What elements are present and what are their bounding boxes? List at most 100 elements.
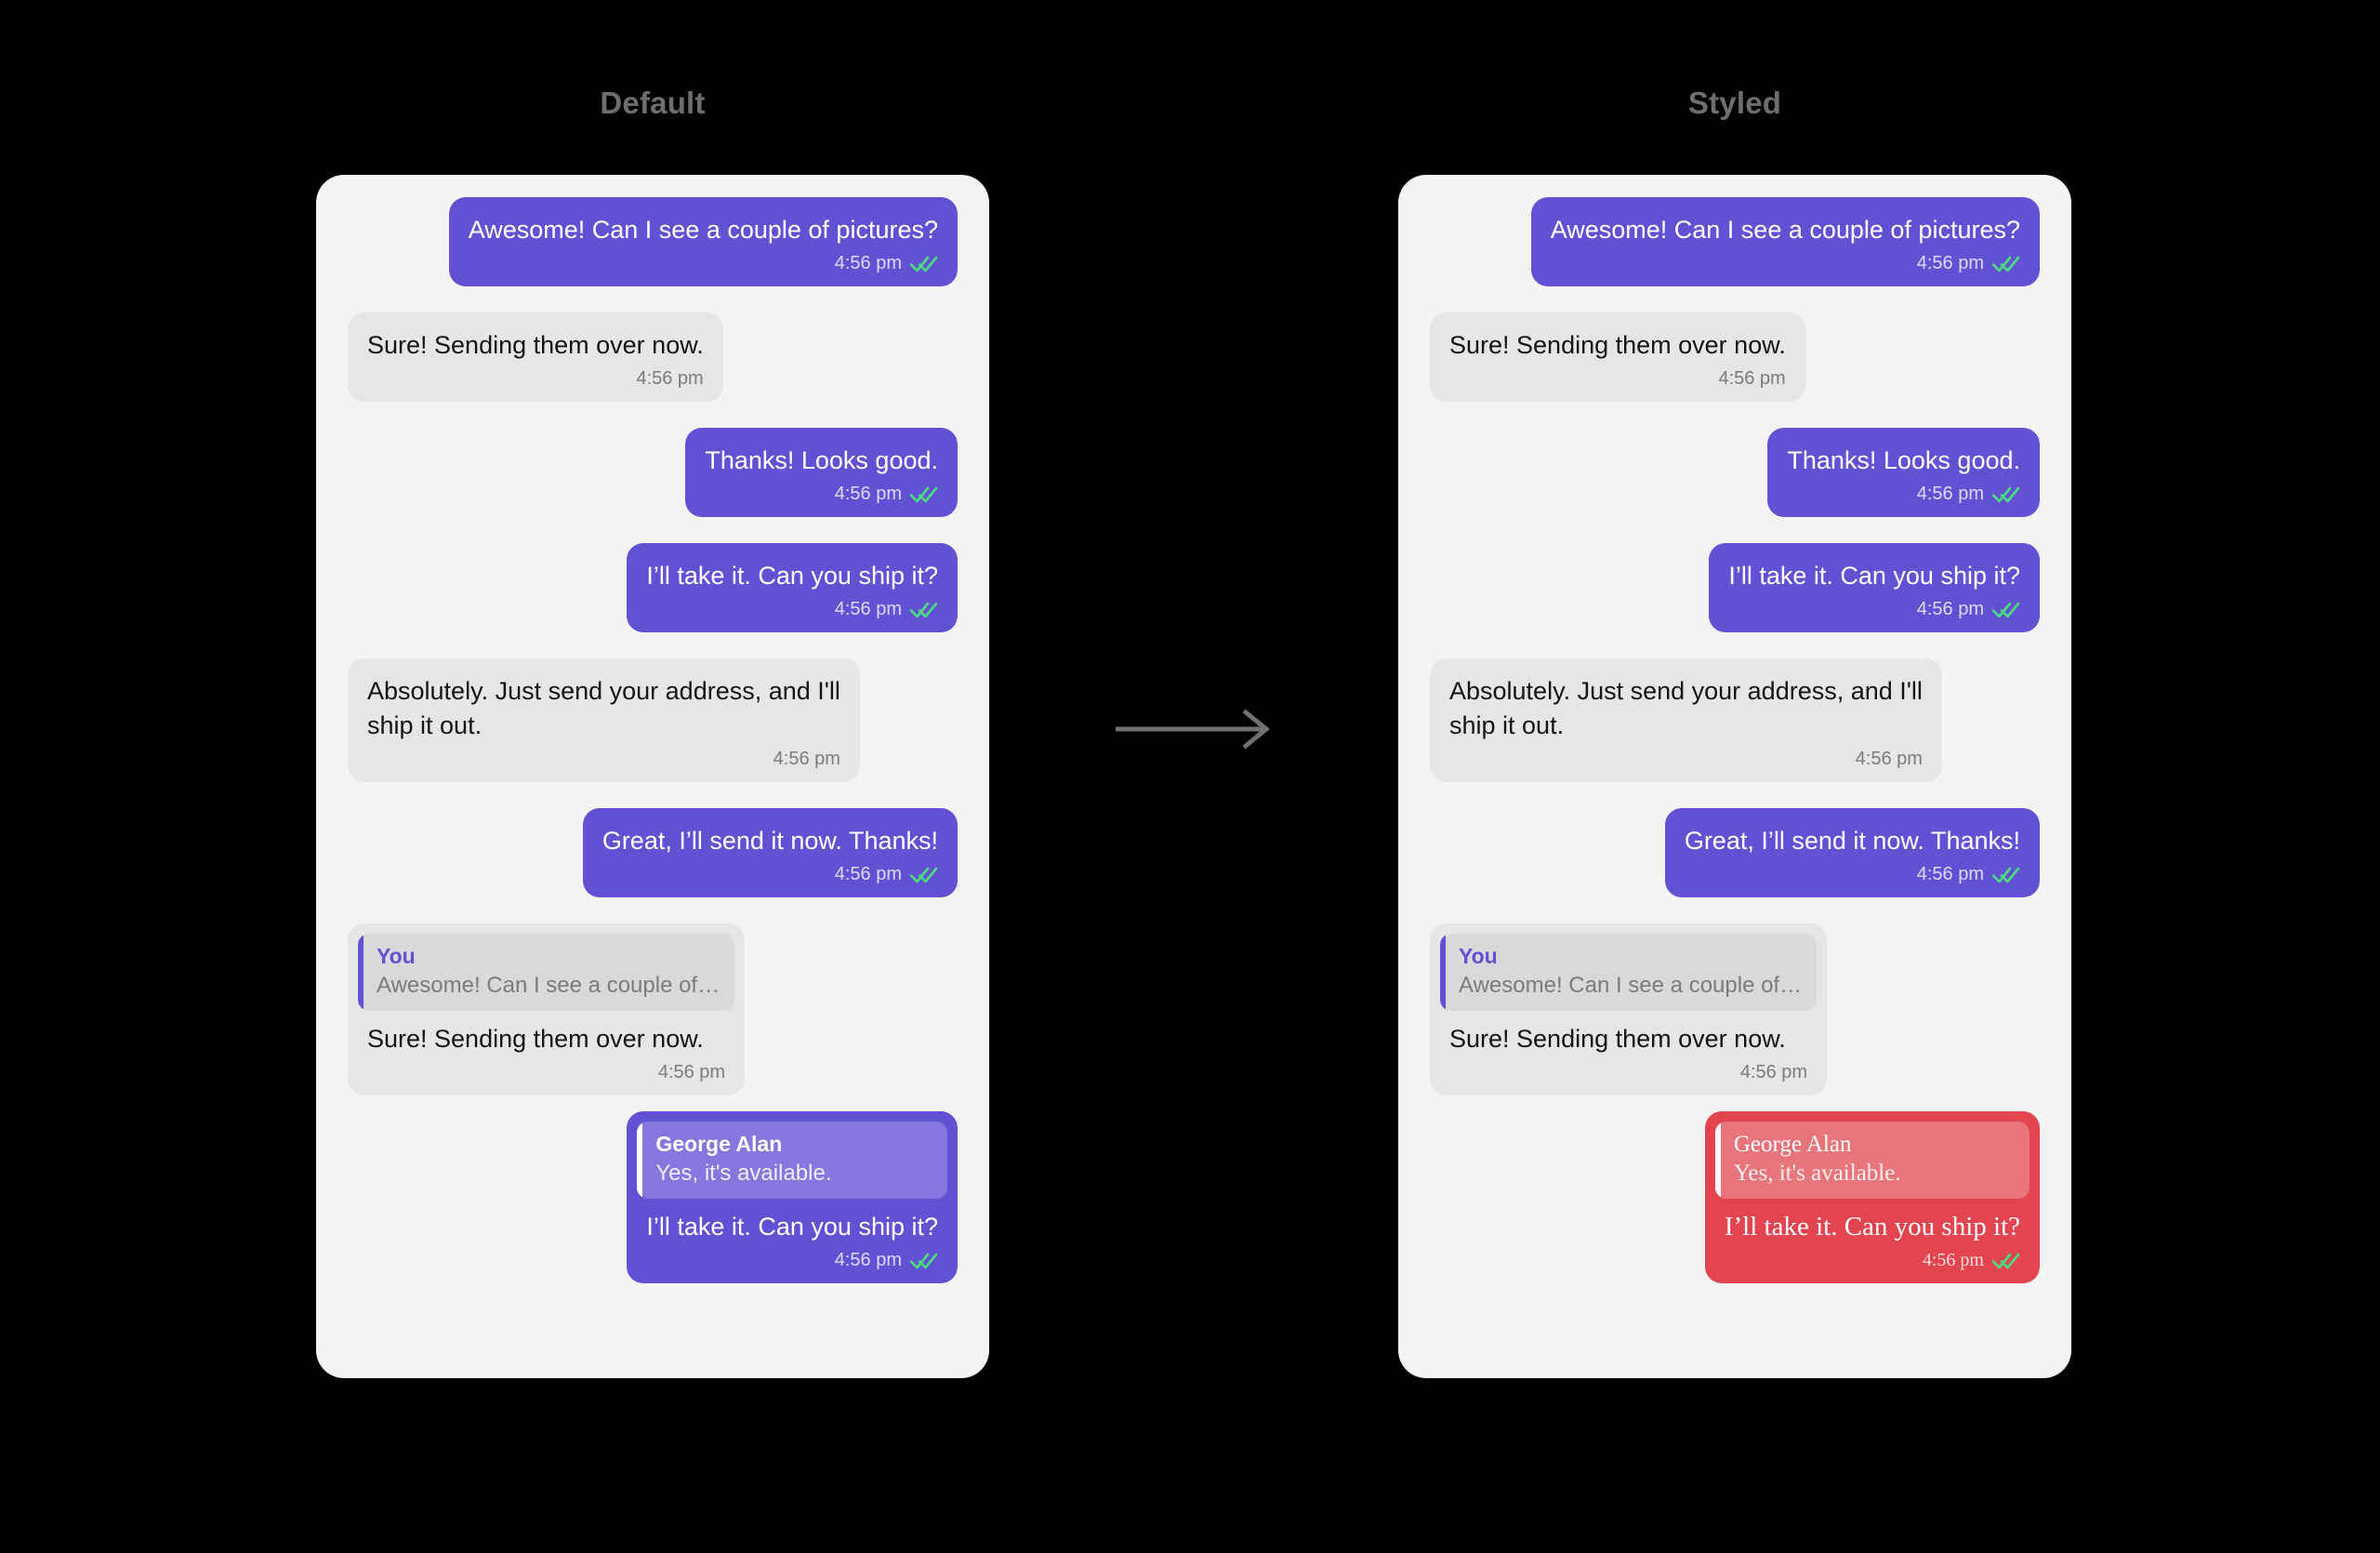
outgoing-message-bubble[interactable]: Awesome! Can I see a couple of pictures?… — [448, 197, 958, 286]
message-timestamp: 4:56 pm — [1718, 368, 1786, 389]
quote-author: George Alan — [1733, 1132, 1852, 1157]
message-timestamp: 4:56 pm — [834, 599, 902, 619]
message-text: Sure! Sending them over now. — [367, 1025, 704, 1053]
message-text: Awesome! Can I see a couple of pictures? — [468, 216, 938, 244]
quote-author: You — [1459, 944, 1498, 968]
quote-author: George Alan — [655, 1132, 783, 1156]
outgoing-message-bubble[interactable]: I’ll take it. Can you ship it? 4:56 pm — [1709, 543, 2040, 632]
message-row: Absolutely. Just send your address, and … — [1430, 658, 2040, 782]
double-check-icon — [1992, 1251, 2020, 1269]
outgoing-message-bubble[interactable]: Thanks! Looks good. 4:56 pm — [1767, 428, 2040, 517]
message-text: Absolutely. Just send your address, and … — [367, 677, 840, 739]
message-row: Thanks! Looks good. 4:56 pm — [348, 428, 958, 517]
message-meta: 4:56 pm — [1440, 1060, 1817, 1084]
message-timestamp: 4:56 pm — [1922, 1250, 1984, 1270]
message-row: Great, I’ll send it now. Thanks! 4:56 pm — [1430, 808, 2040, 897]
message-text: Awesome! Can I see a couple of pictures? — [1550, 216, 2020, 244]
chat-panel-default: Awesome! Can I see a couple of pictures?… — [316, 175, 989, 1378]
message-meta: 4:56 pm — [1728, 597, 2020, 621]
message-timestamp: 4:56 pm — [773, 749, 840, 769]
message-meta: 4:56 pm — [367, 747, 840, 771]
message-meta: 4:56 pm — [705, 482, 938, 506]
message-meta: 4:56 pm — [602, 862, 938, 886]
message-timestamp: 4:56 pm — [834, 1250, 902, 1270]
outgoing-message-bubble[interactable]: Great, I’ll send it now. Thanks! 4:56 pm — [1664, 808, 2040, 897]
message-text: Sure! Sending them over now. — [367, 331, 704, 359]
incoming-message-bubble[interactable]: Sure! Sending them over now. 4:56 pm — [1430, 312, 1805, 402]
message-timestamp: 4:56 pm — [1916, 253, 1984, 273]
double-check-icon — [1992, 254, 2020, 272]
outgoing-message-bubble[interactable]: Awesome! Can I see a couple of pictures?… — [1530, 197, 2040, 286]
arrow-right-icon — [1114, 709, 1272, 750]
message-meta: 4:56 pm — [469, 251, 938, 275]
quote-text: Yes, it's available. — [1733, 1161, 1901, 1186]
column-title-default: Default — [600, 86, 706, 120]
message-timestamp: 4:56 pm — [1739, 1062, 1808, 1082]
column-title-styled: Styled — [1687, 86, 1782, 120]
incoming-message-bubble[interactable]: Absolutely. Just send your address, and … — [1430, 658, 1942, 782]
double-check-icon — [1992, 484, 2020, 503]
message-meta: 4:56 pm — [1685, 862, 2020, 886]
message-text: Sure! Sending them over now. — [1449, 331, 1786, 359]
message-row: Absolutely. Just send your address, and … — [348, 658, 958, 782]
message-row: Thanks! Looks good. 4:56 pm — [1430, 428, 2040, 517]
message-meta: 4:56 pm — [646, 597, 938, 621]
outgoing-message-bubble[interactable]: I’ll take it. Can you ship it? 4:56 pm — [627, 543, 958, 632]
message-meta: 4:56 pm — [1551, 251, 2020, 275]
quote-text: Yes, it's available. — [655, 1161, 832, 1186]
message-meta: 4:56 pm — [1787, 482, 2020, 506]
message-text: Absolutely. Just send your address, and … — [1449, 677, 1923, 739]
message-text: Thanks! Looks good. — [705, 446, 938, 474]
message-meta: 4:56 pm — [637, 1248, 947, 1272]
message-timestamp: 4:56 pm — [1916, 599, 1984, 619]
message-text: I’ll take it. Can you ship it? — [646, 1213, 938, 1241]
message-timestamp: 4:56 pm — [834, 864, 902, 884]
quote-author: You — [377, 944, 416, 968]
outgoing-message-bubble[interactable]: Great, I’ll send it now. Thanks! 4:56 pm — [582, 808, 958, 897]
double-check-icon — [910, 484, 938, 503]
message-timestamp: 4:56 pm — [1916, 484, 1984, 504]
double-check-icon — [910, 1251, 938, 1269]
message-text: I’ll take it. Can you ship it? — [1724, 1212, 2020, 1241]
message-row: Awesome! Can I see a couple of pictures?… — [348, 197, 958, 286]
incoming-message-bubble[interactable]: Sure! Sending them over now. 4:56 pm — [348, 312, 723, 402]
message-timestamp: 4:56 pm — [834, 484, 902, 504]
message-meta: 4:56 pm — [358, 1060, 734, 1084]
message-meta: 4:56 pm — [1449, 366, 1786, 391]
message-text: Great, I’ll send it now. Thanks! — [1684, 827, 2020, 855]
message-row: Awesome! Can I see a couple of pictures?… — [1430, 197, 2040, 286]
double-check-icon — [910, 254, 938, 272]
quote-text: Awesome! Can I see a couple of… — [377, 973, 721, 998]
message-row: Great, I’ll send it now. Thanks! 4:56 pm — [348, 808, 958, 897]
message-row: Sure! Sending them over now. 4:56 pm — [1430, 312, 2040, 402]
message-text: I’ll take it. Can you ship it? — [646, 562, 938, 590]
message-row: Sure! Sending them over now. 4:56 pm — [348, 312, 958, 402]
message-text: Great, I’ll send it now. Thanks! — [602, 827, 938, 855]
double-check-icon — [910, 865, 938, 883]
message-meta: 4:56 pm — [1715, 1248, 2030, 1272]
message-text: Thanks! Looks good. — [1787, 446, 2020, 474]
message-timestamp: 4:56 pm — [1855, 749, 1923, 769]
message-text: I’ll take it. Can you ship it? — [1728, 562, 2020, 590]
message-timestamp: 4:56 pm — [636, 368, 704, 389]
double-check-icon — [910, 600, 938, 618]
message-text: Sure! Sending them over now. — [1449, 1025, 1786, 1053]
quote-text: Awesome! Can I see a couple of… — [1459, 973, 1803, 998]
incoming-message-bubble[interactable]: Absolutely. Just send your address, and … — [348, 658, 860, 782]
outgoing-message-bubble[interactable]: Thanks! Looks good. 4:56 pm — [685, 428, 958, 517]
message-row: I’ll take it. Can you ship it? 4:56 pm — [348, 543, 958, 632]
message-thread-styled: Awesome! Can I see a couple of pictures?… — [1398, 175, 2071, 1299]
